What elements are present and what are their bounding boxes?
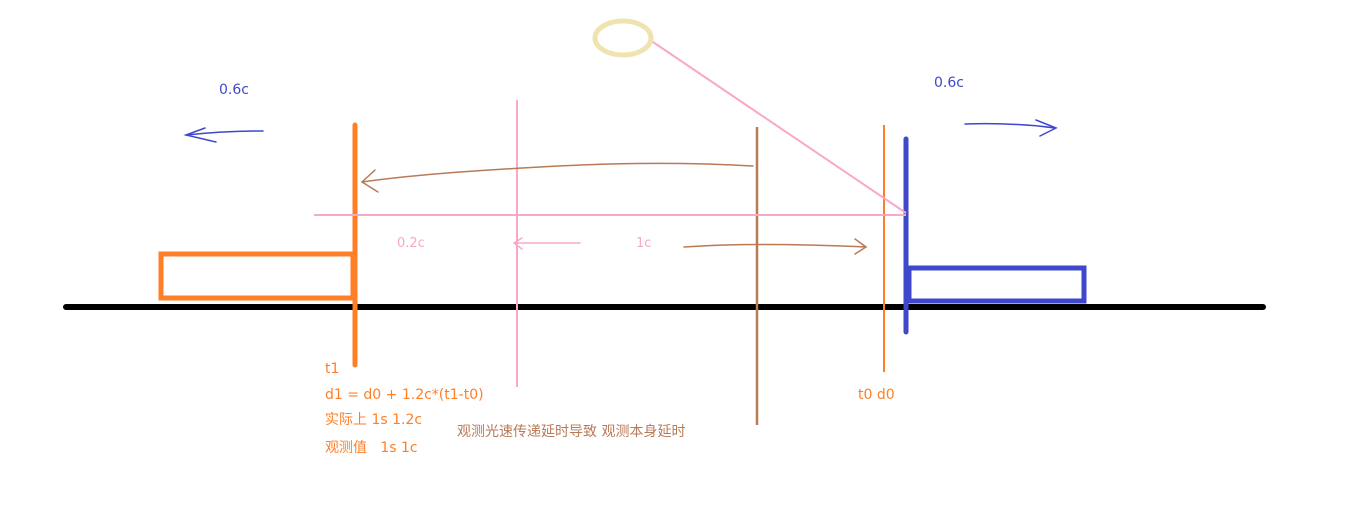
arrow-left-icon <box>183 127 264 143</box>
pink-short-arrow-icon <box>512 237 581 250</box>
observed-label: 观测值 1s 1c <box>325 440 418 456</box>
pink-diagonal-line <box>649 39 907 214</box>
brown-curved-arrow-icon <box>360 162 754 193</box>
brown-right-arrow-icon <box>683 238 868 255</box>
speed-label-left: 0.6c <box>219 82 249 98</box>
distance-label-brown: 1c <box>636 236 651 251</box>
arrow-right-icon <box>964 119 1058 137</box>
ring-icon <box>592 18 654 58</box>
orange-ship-body <box>158 251 356 301</box>
t0-d0-label: t0 d0 <box>858 387 895 403</box>
t1-label: t1 <box>325 361 339 377</box>
distance-label-pink: 0.2c <box>397 236 425 251</box>
formula-label: d1 = d0 + 1.2c*(t1-t0) <box>325 387 484 403</box>
blue-ship-body <box>906 265 1087 304</box>
actual-label: 实际上 1s 1.2c <box>325 412 422 428</box>
speed-label-right: 0.6c <box>934 75 964 91</box>
note-label: 观测光速传递延时导致 观测本身延时 <box>457 424 685 440</box>
